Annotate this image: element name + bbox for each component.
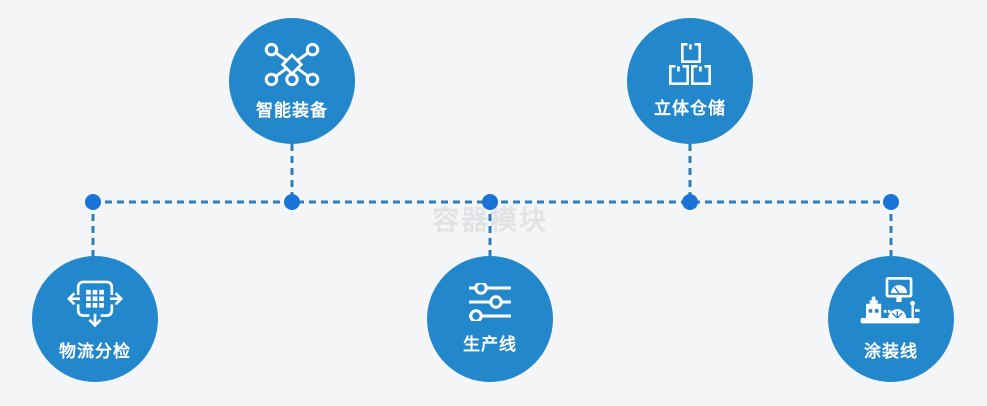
molecule-network-icon — [264, 42, 320, 87]
node-production-line[interactable]: 生产线 — [427, 256, 553, 382]
node-label: 立体仓储 — [654, 99, 726, 118]
junction-dot — [284, 194, 300, 210]
junction-dot — [482, 194, 498, 210]
junction-dot — [883, 194, 899, 210]
node-label: 生产线 — [463, 335, 517, 354]
node-label: 涂装线 — [864, 342, 918, 361]
node-circle[interactable]: 立体仓储 — [627, 18, 753, 144]
sliders-icon — [467, 281, 513, 323]
node-circle[interactable]: 物流分检 — [32, 256, 158, 382]
node-logistics-sorting[interactable]: 物流分检 — [32, 256, 158, 382]
node-label: 智能装备 — [256, 100, 328, 120]
junction-dot — [682, 194, 698, 210]
junction-dot — [85, 194, 101, 210]
node-circle[interactable]: 涂装线 — [828, 256, 954, 382]
node-circle[interactable]: 智能装备 — [229, 18, 355, 144]
node-painting-line[interactable]: 涂装线 — [828, 256, 954, 382]
node-warehouse[interactable]: 立体仓储 — [627, 18, 753, 144]
machine-console-icon — [858, 276, 924, 328]
node-circle[interactable]: 生产线 — [427, 256, 553, 382]
node-smart-equipment[interactable]: 智能装备 — [229, 18, 355, 144]
stacked-boxes-icon — [668, 43, 712, 85]
node-label: 物流分检 — [59, 341, 131, 361]
sort-move-arrows-icon — [66, 277, 124, 328]
